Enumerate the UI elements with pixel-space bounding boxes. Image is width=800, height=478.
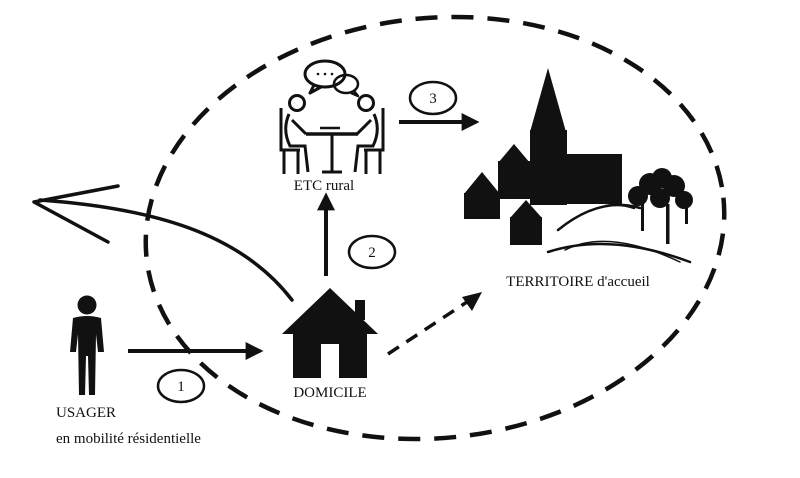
step-badge-1: 1 <box>156 368 206 404</box>
label-usager: USAGER <box>56 405 116 421</box>
dashed-arrow-to-territory <box>387 292 482 356</box>
meeting-icon <box>279 59 385 174</box>
road-icon <box>546 203 692 264</box>
exit-arrow <box>32 184 294 302</box>
label-territoire: TERRITOIRE d'accueil <box>506 274 650 290</box>
svg-text:2: 2 <box>368 245 376 261</box>
step-badge-3: 3 <box>408 80 458 116</box>
village-icon <box>464 68 693 245</box>
label-domicile: DOMICILE <box>293 385 366 401</box>
house-icon <box>282 288 378 378</box>
label-etc-rural: ETC rural <box>294 178 354 194</box>
step-badge-2: 2 <box>347 234 397 270</box>
svg-text:1: 1 <box>177 379 185 395</box>
territory-boundary <box>143 14 727 442</box>
tree-icon <box>628 168 693 244</box>
label-usager-sub: en mobilité résidentielle <box>56 431 201 447</box>
svg-text:3: 3 <box>429 91 437 107</box>
user-person-icon <box>70 295 104 395</box>
